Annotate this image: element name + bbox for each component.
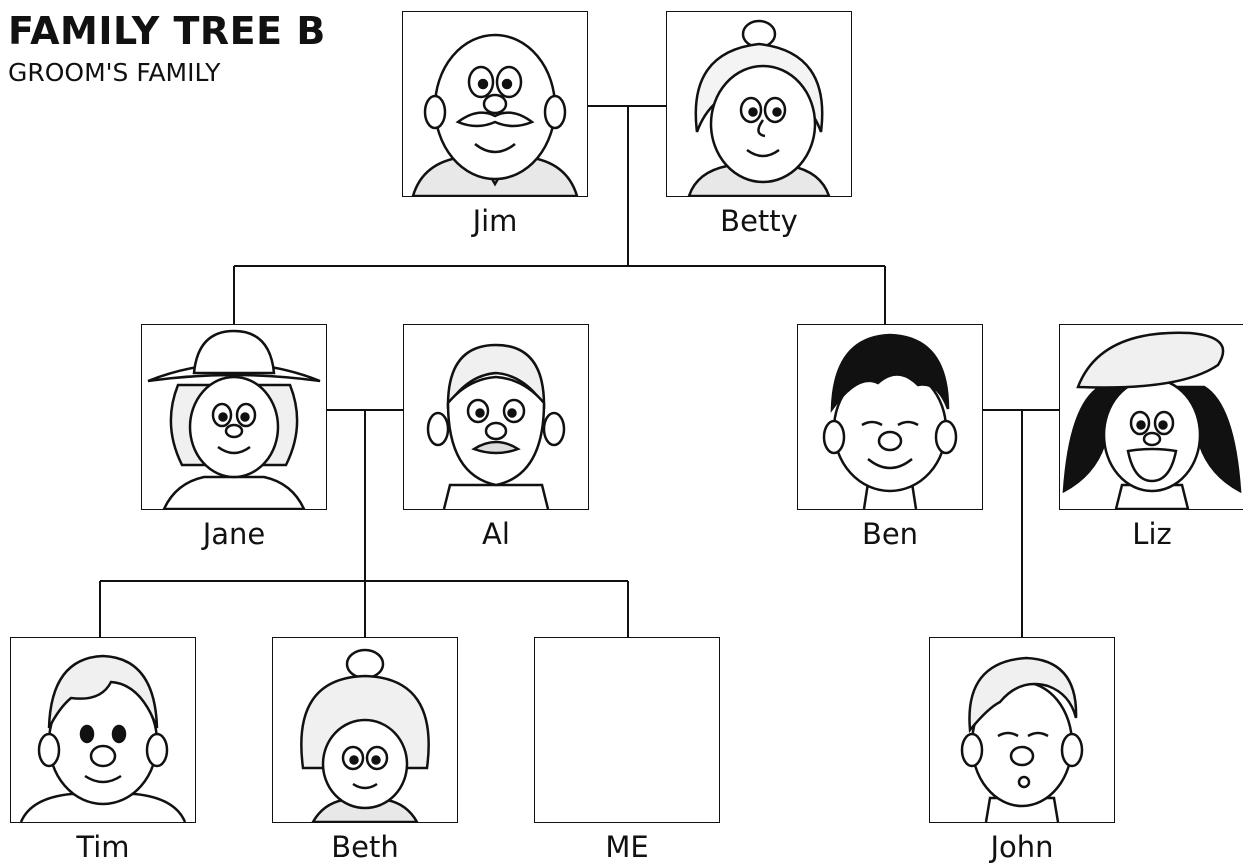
portrait-frame (929, 637, 1115, 823)
portrait-frame (141, 324, 327, 510)
woman-with-beret-portrait-icon (1062, 331, 1242, 509)
portrait-frame (1059, 324, 1243, 510)
page-subtitle: GROOM'S FAMILY (8, 58, 221, 87)
man-with-mustache-portrait-icon (426, 343, 566, 509)
man-portrait-icon (822, 333, 958, 509)
portrait-frame (403, 324, 589, 510)
member-jane: Jane (141, 324, 327, 549)
member-al: Al (403, 324, 589, 549)
member-name: ME (605, 830, 649, 864)
grandmother-portrait-icon (687, 19, 831, 196)
member-jim: Jim (402, 11, 588, 236)
boy-portrait-icon (960, 656, 1084, 822)
member-name: Betty (720, 204, 798, 238)
member-name: Jim (472, 204, 518, 238)
portrait-frame (272, 637, 458, 823)
member-john: John (929, 637, 1115, 862)
grandfather-portrait-icon (411, 33, 579, 196)
member-betty: Betty (666, 11, 852, 236)
member-tim: Tim (10, 637, 196, 862)
member-name: Tim (76, 830, 130, 864)
girl-portrait-icon (300, 648, 430, 822)
member-name: Al (482, 517, 510, 551)
portrait-frame (797, 324, 983, 510)
member-me: ME (534, 637, 720, 862)
member-ben: Ben (797, 324, 983, 549)
boy-portrait-icon (19, 654, 187, 822)
member-name: Liz (1132, 517, 1172, 551)
portrait-frame (666, 11, 852, 197)
woman-with-hat-portrait-icon (147, 329, 321, 509)
member-beth: Beth (272, 637, 458, 862)
member-name: Ben (861, 517, 919, 551)
member-name: John (990, 830, 1054, 864)
empty-portrait-frame (534, 637, 720, 823)
member-liz: Liz (1059, 324, 1243, 549)
page-title: FAMILY TREE B (8, 9, 326, 53)
member-name: Jane (202, 517, 266, 551)
portrait-frame (10, 637, 196, 823)
portrait-frame (402, 11, 588, 197)
member-name: Beth (331, 830, 399, 864)
